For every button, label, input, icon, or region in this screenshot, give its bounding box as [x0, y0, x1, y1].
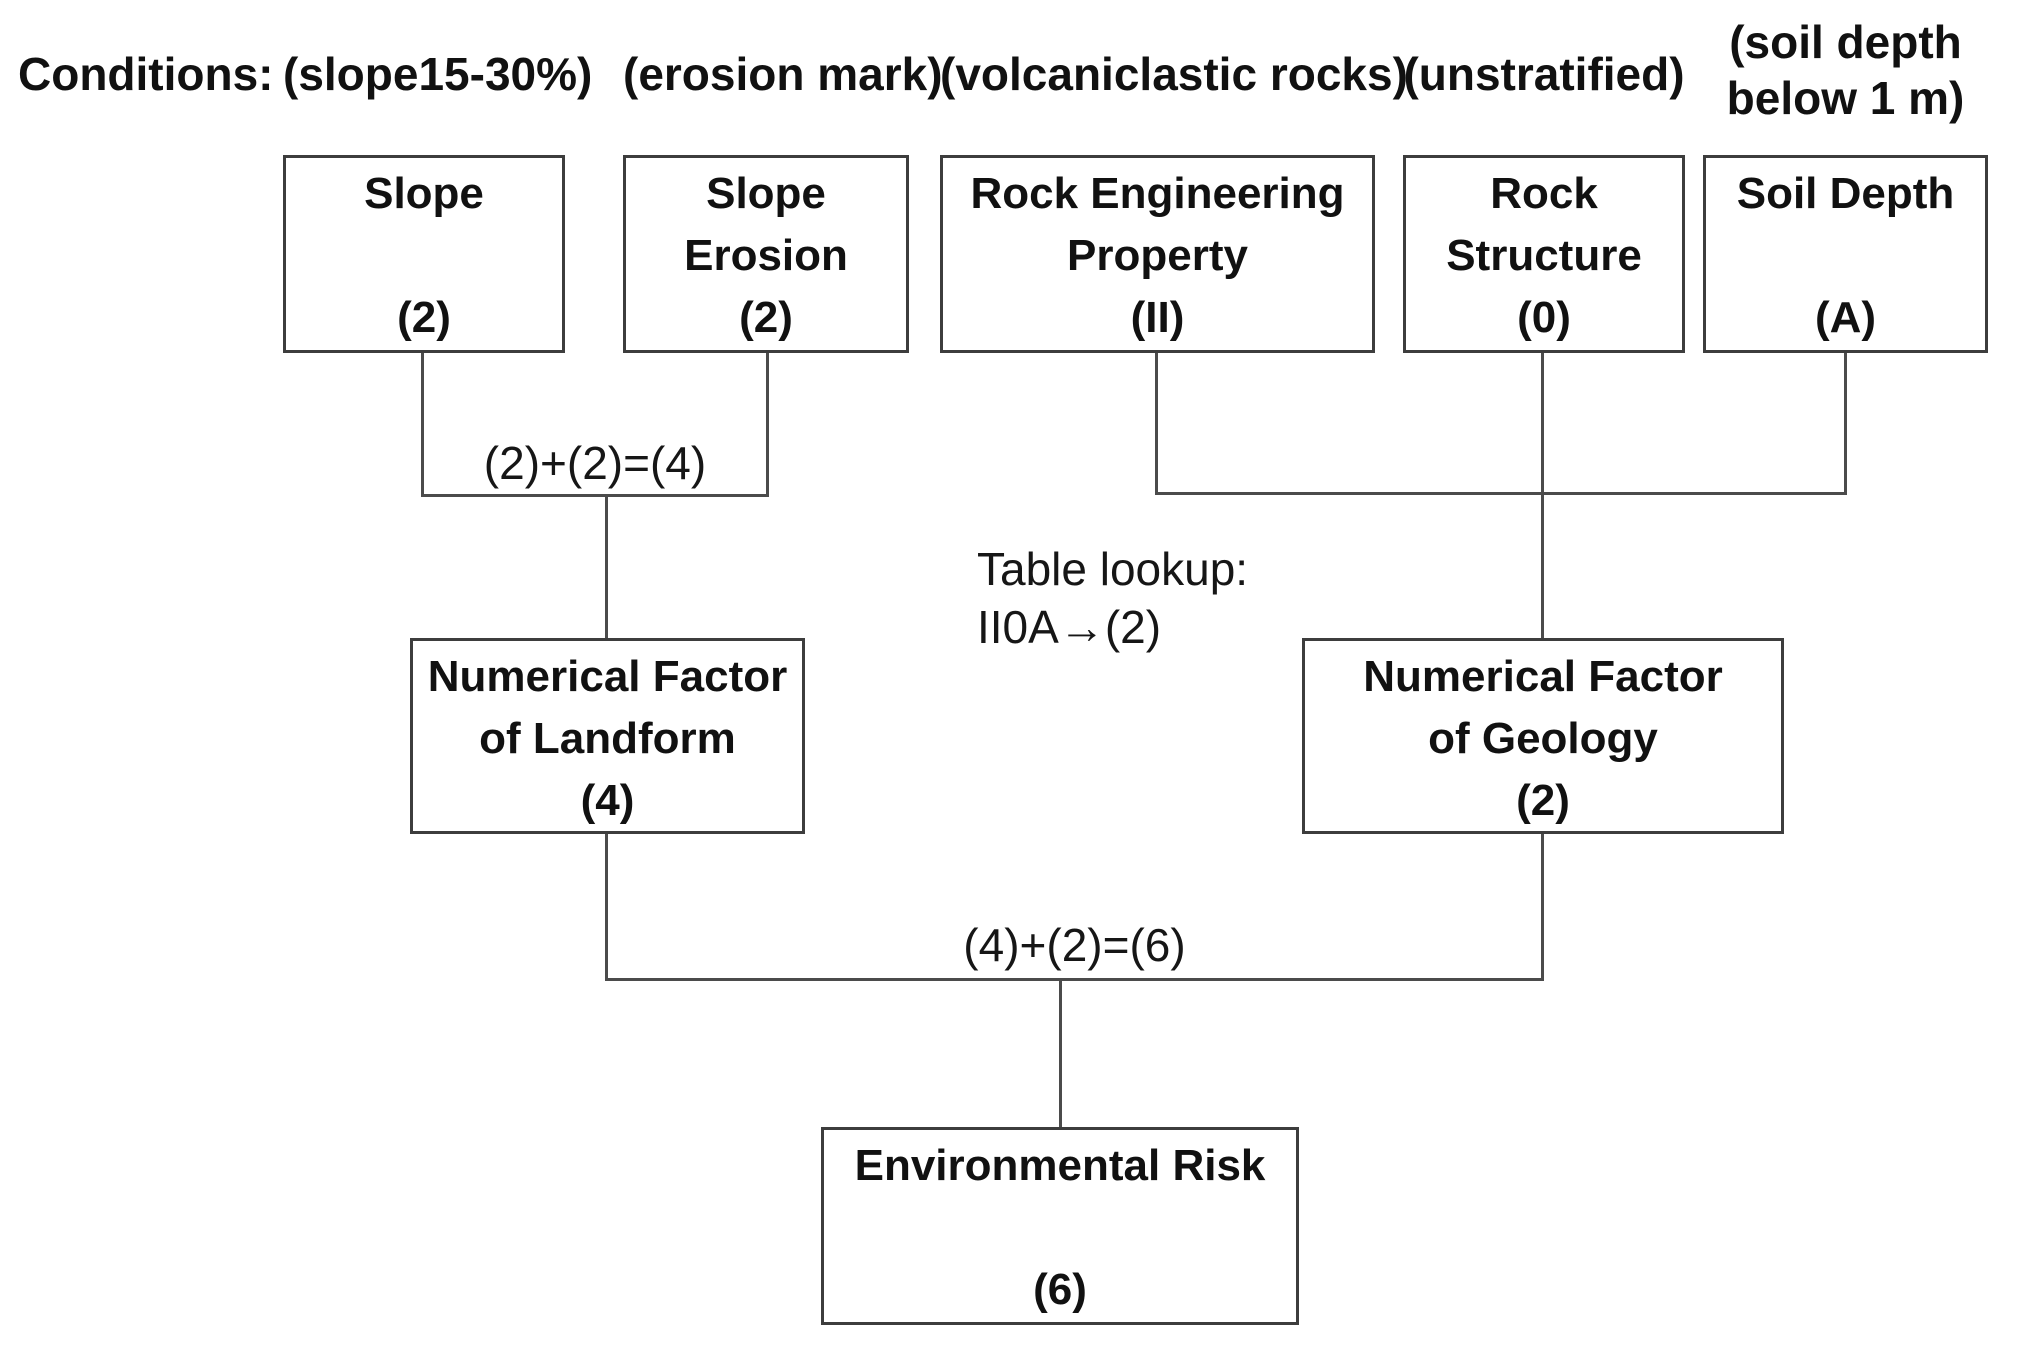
condition-label-soil-depth-line1: (soil depth [1729, 16, 1962, 68]
box-title-line2: Structure [1446, 231, 1642, 280]
connector-landform-output [605, 833, 608, 981]
box-title-line2: Property [1067, 231, 1248, 280]
factor-box-landform: Numerical Factor of Landform (4) [410, 638, 805, 834]
condition-label-erosion: (erosion mark) [623, 48, 943, 100]
condition-label-slope: (slope15-30%) [283, 48, 593, 100]
box-title: Slope [364, 169, 484, 218]
box-value: (2) [739, 293, 793, 342]
connector-soil-depth-down [1844, 353, 1847, 494]
input-box-rock-structure: Rock Structure (0) [1403, 155, 1685, 353]
box-title-line2: of Landform [479, 714, 736, 763]
box-title: Environmental Risk [854, 1141, 1266, 1190]
final-sum-label: (4)+(2)=(6) [963, 919, 1186, 971]
table-lookup-line2: II0A→(2) [977, 601, 1162, 653]
output-box-environmental-risk: Environmental Risk (6) [821, 1127, 1299, 1325]
condition-label-soil-depth-line2: below 1 m) [1726, 72, 1965, 124]
connector-landform-merge [421, 494, 769, 497]
box-title: Slope [706, 169, 826, 218]
box-value: (2) [1516, 776, 1570, 825]
connector-slope-down [421, 353, 424, 497]
box-title-line2: of Geology [1428, 714, 1658, 763]
connector-landform-down [605, 497, 608, 638]
box-title: Rock [1490, 169, 1598, 218]
connector-rock-engineering-down [1155, 353, 1158, 494]
box-title: Numerical Factor [427, 652, 788, 701]
landform-sum-label: (2)+(2)=(4) [483, 437, 707, 489]
connector-rock-structure-down [1541, 353, 1544, 638]
input-box-soil-depth: Soil Depth (A) [1703, 155, 1988, 353]
connector-geology-output [1541, 833, 1544, 981]
connector-final-merge [605, 978, 1544, 981]
condition-label-volcaniclastic: (volcaniclastic rocks) [940, 48, 1408, 100]
box-value: (A) [1814, 293, 1877, 342]
input-box-slope: Slope (2) [283, 155, 565, 353]
box-value: (0) [1517, 293, 1571, 342]
box-value: (2) [397, 293, 451, 342]
connector-geology-merge [1155, 492, 1847, 495]
box-value: (II) [1130, 293, 1185, 342]
conditions-prefix-label: Conditions: [18, 48, 274, 100]
box-title: Soil Depth [1736, 169, 1955, 218]
input-box-rock-engineering-property: Rock Engineering Property (II) [940, 155, 1375, 353]
table-lookup-label: Table lookup: II0A→(2) [977, 540, 1248, 656]
box-value: (6) [1033, 1265, 1087, 1314]
box-title: Numerical Factor [1363, 652, 1723, 701]
factor-box-geology: Numerical Factor of Geology (2) [1302, 638, 1784, 834]
box-value: (4) [580, 776, 635, 825]
condition-label-unstratified: (unstratified) [1403, 48, 1685, 100]
connector-final-down [1059, 981, 1062, 1127]
input-box-slope-erosion: Slope Erosion (2) [623, 155, 909, 353]
table-lookup-line1: Table lookup: [977, 543, 1249, 595]
box-title-line2: Erosion [684, 231, 848, 280]
box-title: Rock Engineering [970, 169, 1345, 218]
condition-label-soil-depth: (soil depth below 1 m) [1703, 14, 1988, 126]
connector-erosion-down [766, 353, 769, 497]
